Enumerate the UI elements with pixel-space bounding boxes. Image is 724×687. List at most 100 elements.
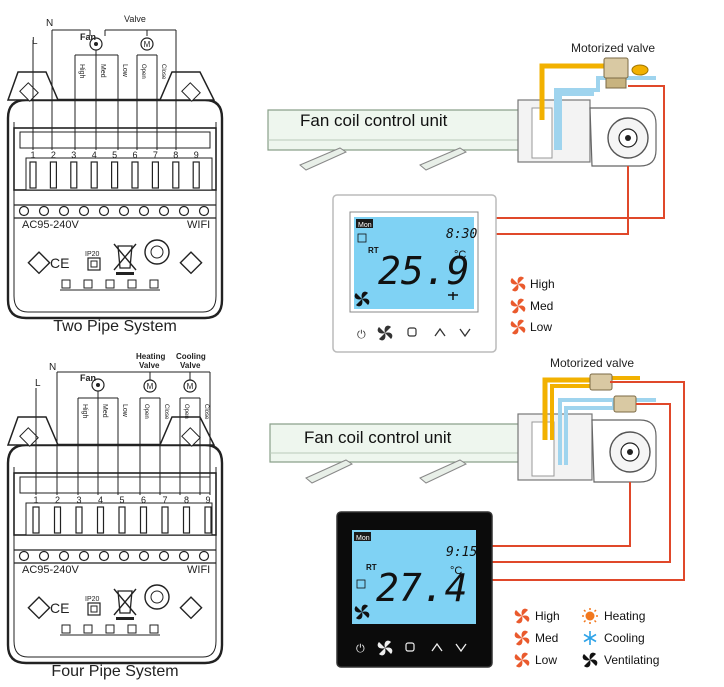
fan-label: Fan: [80, 32, 96, 42]
terminal-blade: [110, 161, 119, 189]
ventilating-icon: [582, 652, 598, 668]
screw-circle: [78, 205, 90, 217]
terminal-number-4p-5: 5: [119, 495, 124, 505]
screw-circle: [158, 550, 170, 562]
terminal-blade: [161, 506, 169, 534]
top-legend-low: Low: [530, 320, 552, 334]
screw-circle: [138, 205, 150, 217]
wire-high-4p: High: [81, 404, 88, 419]
black-unit: °C: [450, 565, 462, 577]
valve-label: Valve: [124, 14, 146, 24]
terminal-number-2p-1: 1: [30, 150, 35, 160]
terminal-blade: [32, 506, 40, 534]
black-day: Mon: [356, 535, 370, 542]
white-rt: RT: [368, 246, 379, 255]
screw-circle: [198, 550, 210, 562]
terminal-number-2p-8: 8: [173, 150, 178, 160]
terminal-blade: [75, 506, 83, 534]
terminal-blade: [204, 506, 212, 534]
screw-circle: [38, 550, 50, 562]
wifi-label-4p: WIFI: [187, 564, 210, 576]
bottom-legend-med: Med: [535, 631, 558, 645]
black-fan-button[interactable]: [377, 640, 393, 656]
n-label: N: [46, 18, 53, 29]
screw-circle: [58, 205, 70, 217]
svg-text:M: M: [147, 382, 154, 391]
voltage-label-4p: AC95-240V: [22, 564, 80, 576]
white-lcd: [354, 217, 474, 309]
black-mode-button[interactable]: [405, 642, 415, 652]
wire-close-c: Close: [203, 404, 209, 420]
terminal-number-2p-5: 5: [112, 150, 117, 160]
white-temp: 25.9: [378, 249, 470, 293]
terminal-blade: [131, 161, 139, 189]
terminal-number-2p-6: 6: [132, 150, 137, 160]
terminal-blade: [151, 161, 159, 189]
black-down-button[interactable]: [455, 643, 467, 653]
terminal-blade: [70, 161, 78, 189]
white-down-button[interactable]: [459, 328, 471, 338]
terminal-blade: [139, 506, 148, 534]
black-rt: RT: [366, 563, 377, 572]
screw-circle: [178, 205, 190, 217]
black-up-button[interactable]: [431, 642, 443, 652]
wire-close-h: Close: [163, 404, 169, 420]
terminal-blade: [192, 161, 200, 189]
wire-low-4p: Low: [121, 404, 128, 418]
white-time: 8:30: [446, 227, 477, 242]
bottom-valve-label: Motorized valve: [550, 356, 634, 370]
terminal-blade: [29, 161, 37, 189]
terminal-blade: [118, 506, 126, 534]
terminal-number-4p-7: 7: [162, 495, 167, 505]
white-power-button[interactable]: ⏻: [357, 329, 366, 341]
black-thermostat: Mon 9:15 RT 27.4 °C ⏻: [336, 511, 493, 668]
black-power-button[interactable]: ⏻: [356, 643, 365, 655]
ip-label: IP20: [85, 251, 100, 258]
terminal-number-4p-2: 2: [55, 495, 60, 505]
top-legend: High Med Low: [510, 276, 555, 335]
terminal-number-4p-3: 3: [76, 495, 81, 505]
white-thermostat: Mon 8:30 RT 25.9 °C ⏻: [332, 194, 497, 353]
terminal-number-4p-1: 1: [33, 495, 38, 505]
four-pipe-title: Four Pipe System: [51, 663, 178, 680]
bottom-legend: High Med Low Heating Cooling Ventilating: [514, 608, 659, 668]
ce-mark-4p: CE: [50, 600, 69, 616]
legend-cooling: Cooling: [604, 631, 645, 645]
screw-circle: [98, 205, 110, 217]
terminal-number-4p-4: 4: [98, 495, 103, 505]
white-mode-button[interactable]: [407, 327, 417, 337]
white-up-button[interactable]: [434, 327, 446, 337]
terminal-number-2p-7: 7: [153, 150, 158, 160]
top-legend-high: High: [530, 277, 555, 291]
l-label: L: [32, 36, 38, 47]
top-unit-label: Fan coil control unit: [300, 111, 448, 130]
legend-heating: Heating: [604, 609, 645, 623]
white-day: Mon: [358, 222, 372, 229]
wire-open-h: Open: [143, 404, 149, 419]
sun-icon: [582, 608, 598, 624]
voltage-label: AC95-240V: [22, 219, 80, 231]
terminal-blade: [96, 506, 105, 534]
screw-circle: [98, 550, 110, 562]
screw-circle: [58, 550, 70, 562]
two-pipe-title: Two Pipe System: [53, 318, 177, 335]
top-legend-med: Med: [530, 299, 553, 313]
terminal-blade: [53, 506, 62, 534]
ip-label-4p: IP20: [85, 596, 100, 603]
bottom-unit-label: Fan coil control unit: [304, 428, 452, 447]
two-pipe-wiring: M L N Fan Valve High Med Low Open Close …: [6, 14, 224, 335]
black-temp: 27.4: [376, 566, 468, 610]
screw-circle: [18, 205, 30, 217]
wire-med: Med: [99, 64, 106, 78]
white-fan-button[interactable]: [377, 325, 393, 341]
l-label-4p: L: [35, 378, 41, 389]
bottom-legend-low: Low: [535, 653, 557, 667]
screw-circle: [78, 550, 90, 562]
wifi-label: WIFI: [187, 219, 210, 231]
top-fan-coil-unit: Fan coil control unit Motorized valve: [267, 41, 665, 235]
terminal-number-2p-9: 9: [194, 150, 199, 160]
